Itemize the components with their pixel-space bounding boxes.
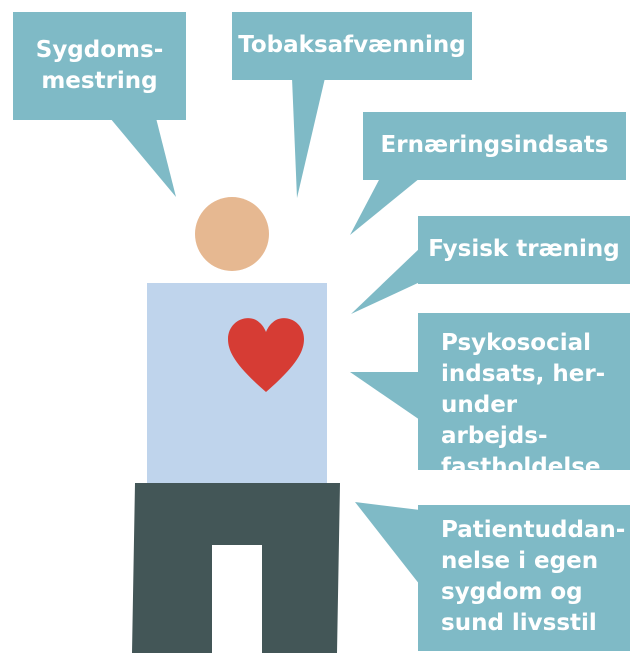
person-head <box>195 197 269 271</box>
label-psychosocial: Psykosocial indsats, her- under arbejds-… <box>441 330 606 480</box>
bubble-smoking-cessation <box>232 12 472 198</box>
bubble-nutrition <box>350 112 626 235</box>
label-physical-training: Fysisk træning <box>428 236 620 262</box>
person-icon <box>132 197 340 653</box>
bubble-psychosocial <box>350 313 630 470</box>
bubble-disease-management <box>13 12 186 197</box>
heart-icon <box>228 318 304 392</box>
person-torso <box>147 283 327 483</box>
label-patient-education: Patientuddan- nelse i egen sygdom og sun… <box>441 517 626 636</box>
bubble-patient-education <box>355 502 630 651</box>
person-legs <box>132 483 340 653</box>
label-smoking-cessation: Tobaksafvænning <box>238 32 466 58</box>
bubble-physical-training <box>351 216 630 314</box>
label-nutrition: Ernæringsindsats <box>380 132 609 158</box>
label-disease-management: Sygdoms- mestring <box>35 37 164 94</box>
